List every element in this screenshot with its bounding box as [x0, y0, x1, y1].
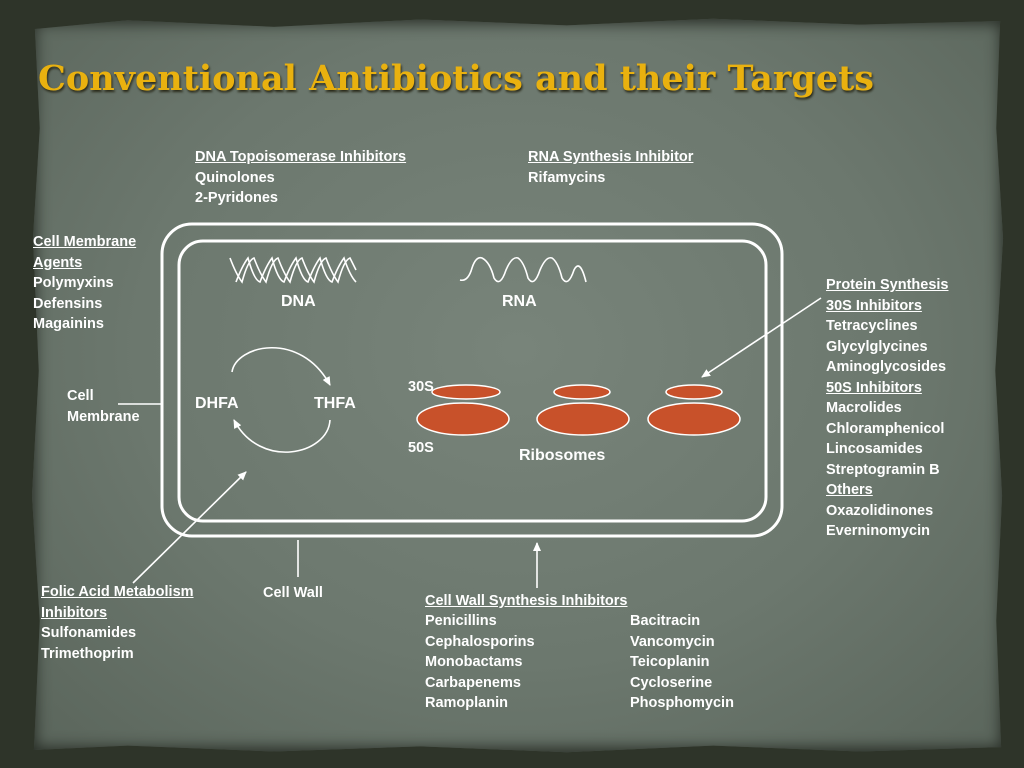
list-item: Trimethoprim: [41, 645, 134, 662]
cell-wall-synthesis-group: Cell Wall Synthesis Inhibitors: [425, 591, 628, 612]
subgroup-heading: Others: [826, 482, 873, 498]
cell-wall-label: Cell Wall: [263, 585, 323, 601]
list-item: Vancomycin: [630, 633, 715, 650]
list-item: Teicoplanin: [630, 654, 710, 670]
folate-arrow-bottom: [233, 419, 331, 453]
ribosomes-label: Ribosomes: [519, 447, 606, 464]
group-heading: DNA Topoisomerase Inhibitors: [195, 149, 407, 165]
list-item: Quinolones: [195, 169, 275, 186]
list-item: Polymyxins: [33, 275, 114, 291]
folic-acid-group: Folic Acid Metabolism Inhibitors Sulfona…: [41, 582, 194, 664]
list-item: Everninomycin: [826, 523, 930, 539]
group-heading: Cell Wall Synthesis Inhibitors: [425, 593, 628, 609]
group-heading: RNA Synthesis Inhibitor: [528, 149, 694, 165]
list-item: Phosphomycin: [630, 695, 734, 711]
subgroup-heading: 30S Inhibitors: [826, 297, 922, 314]
protein-synthesis-arrow: [701, 297, 822, 378]
cell-wall-outline: [160, 222, 784, 538]
list-item: Glycylglycines: [826, 338, 928, 355]
cell-membrane-outline: [177, 239, 768, 523]
thfa-label: THFA: [314, 395, 356, 412]
protein-synthesis-group: Protein Synthesis 30S Inhibitors Tetracy…: [826, 275, 948, 542]
group-heading: Cell Membrane: [33, 234, 137, 250]
group-heading: Inhibitors: [41, 604, 108, 621]
list-item: Carbapenems: [425, 674, 521, 691]
group-heading: Protein Synthesis: [826, 277, 949, 293]
slide-title: Conventional Antibiotics and their Targe…: [38, 58, 874, 99]
group-heading: Agents: [33, 254, 83, 271]
list-item: Lincosamides: [826, 441, 923, 457]
list-item: Streptogramin B: [826, 461, 940, 478]
folate-arrow-top: [231, 347, 331, 386]
list-item: Chloramphenicol: [826, 420, 945, 437]
subgroup-heading: 50S Inhibitors: [826, 379, 922, 396]
group-heading: Folic Acid Metabolism: [41, 584, 194, 600]
rna-label: RNA: [502, 293, 537, 310]
dhfa-label: DHFA: [195, 395, 239, 412]
dna-helix-icon: [229, 256, 357, 284]
list-item: Oxazolidinones: [826, 502, 934, 519]
ribosome-1: [416, 384, 510, 436]
list-item: Aminoglycosides: [826, 359, 947, 375]
list-item: Rifamycins: [528, 169, 606, 186]
list-item: Ramoplanin: [425, 695, 508, 711]
list-item: Cephalosporins: [425, 633, 535, 650]
parchment-background: [31, 18, 1004, 753]
cell-membrane-label: Cell Membrane: [67, 388, 140, 425]
cell-wall-synthesis-col2: Bacitracin Vancomycin Teicoplanin Cyclos…: [630, 611, 734, 714]
list-item: Magainins: [33, 316, 104, 332]
list-item: Tetracyclines: [826, 318, 918, 334]
ribosome-2: [536, 384, 630, 436]
folic-acid-arrow: [132, 471, 247, 584]
list-item: Macrolides: [826, 400, 902, 416]
list-item: Penicillins: [425, 613, 497, 629]
rna-strand-icon: [459, 256, 587, 283]
subunit-50s-label: 50S: [408, 440, 434, 456]
subunit-30s-label: 30S: [408, 379, 434, 395]
list-item: Cycloserine: [630, 674, 713, 691]
list-item: 2-Pyridones: [195, 190, 278, 206]
dna-topoisomerase-group: DNA Topoisomerase Inhibitors Quinolones …: [195, 147, 406, 209]
dna-label: DNA: [281, 293, 316, 310]
list-item: Monobactams: [425, 654, 523, 670]
list-item: Defensins: [33, 295, 103, 312]
cell-membrane-agents-group: Cell Membrane Agents Polymyxins Defensin…: [33, 232, 136, 335]
ribosome-3: [647, 384, 741, 436]
list-item: Sulfonamides: [41, 625, 137, 641]
cell-wall-synthesis-col1: Penicillins Cephalosporins Monobactams C…: [425, 611, 535, 714]
list-item: Bacitracin: [630, 613, 701, 629]
rna-synthesis-group: RNA Synthesis Inhibitor Rifamycins: [528, 147, 693, 188]
